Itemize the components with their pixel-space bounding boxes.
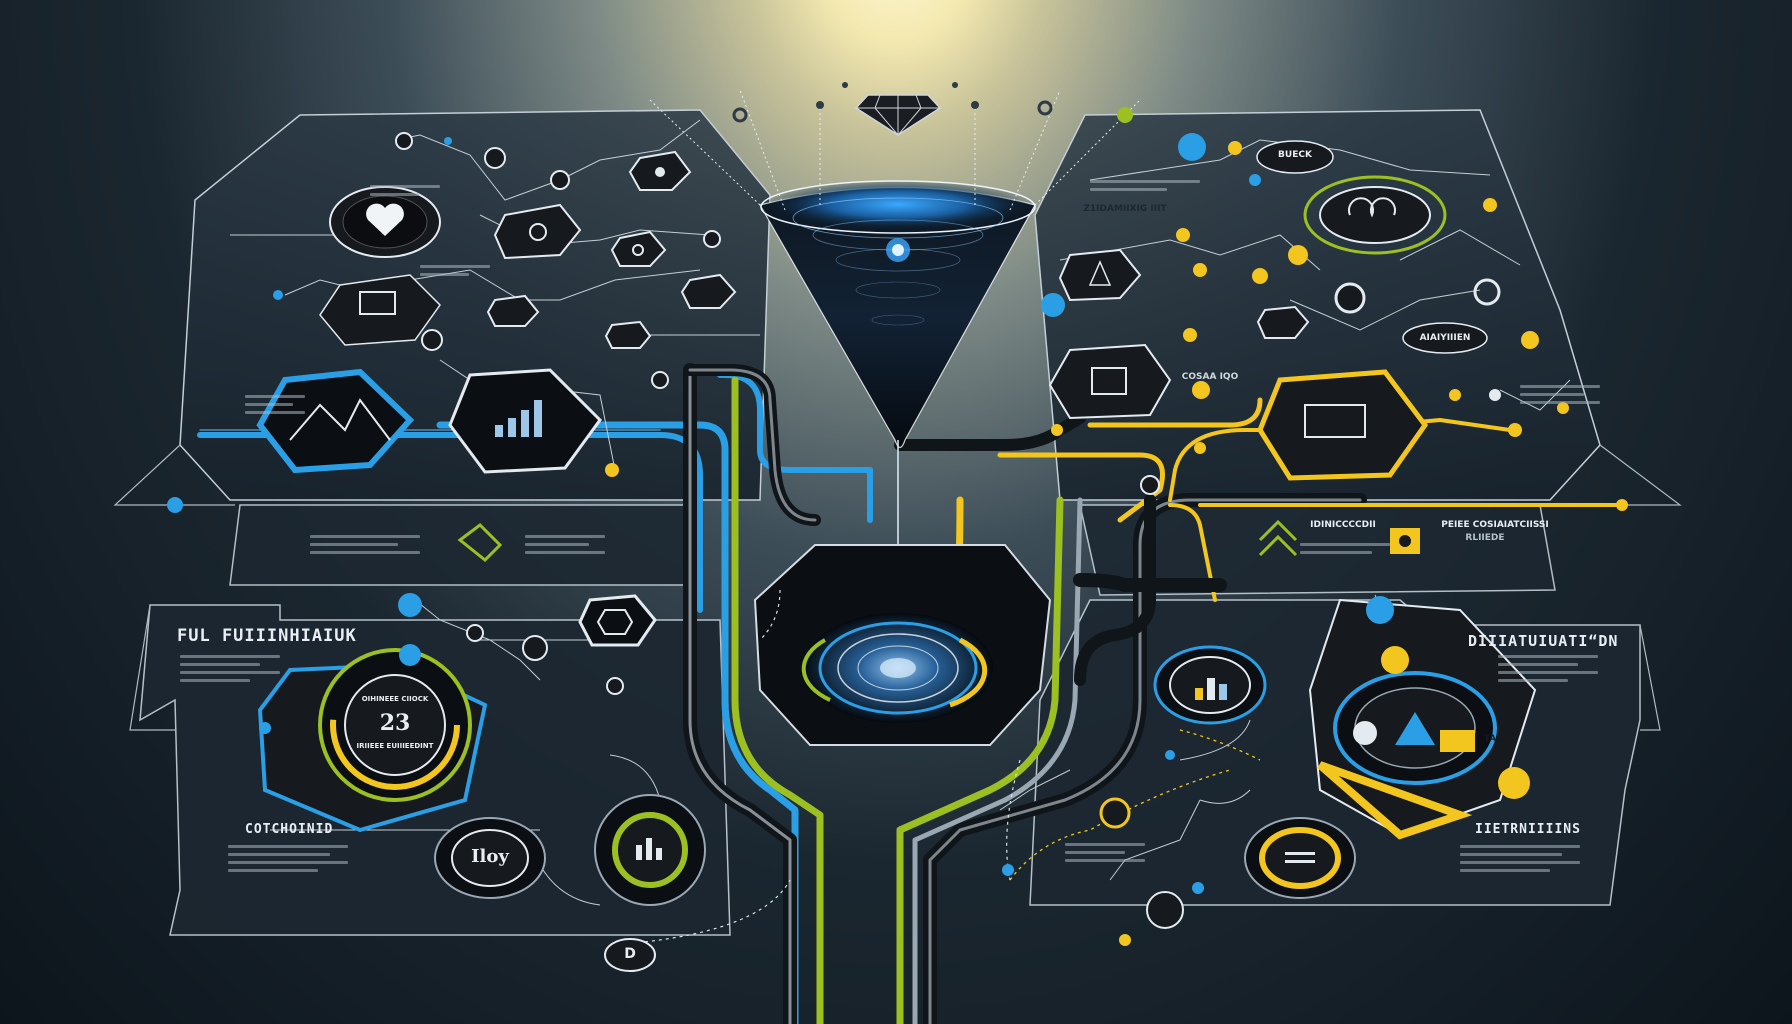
gauge-text-bottom: IRIIEEE EUIIIEEDINT — [356, 742, 434, 750]
text-block-top-right — [1090, 175, 1200, 196]
node-badge-right-dark — [1256, 140, 1334, 174]
dashed-lines-light — [609, 589, 1021, 946]
node-bar-chart-hex — [448, 368, 602, 474]
left-bottom-text — [228, 840, 348, 877]
badge-bottom-d: D — [624, 946, 636, 962]
text-block-right-bottom — [1065, 838, 1145, 867]
funnel — [649, 89, 1141, 660]
collector-bowl — [753, 544, 1052, 746]
left-section-title: FUL FUIIINHIAIUK — [177, 626, 357, 646]
diamond-icon — [732, 82, 1053, 136]
node-shield-left — [257, 648, 488, 833]
node-heart-hex — [329, 186, 441, 258]
small-text-e: RLIIEDE — [1465, 533, 1505, 543]
node-hex-d — [680, 273, 737, 309]
node-hex-top-right-1 — [1058, 248, 1142, 302]
right-gauge-tag: TAE — [1483, 734, 1503, 744]
text-block-top-left-2 — [370, 180, 440, 201]
right-section-text — [1498, 650, 1598, 687]
right-section-title: DIIIATUIUATI“DN — [1468, 632, 1619, 650]
small-text-c: IDINICCCCDII — [1310, 520, 1376, 530]
node-hex-c — [610, 230, 667, 267]
node-yellow-badge — [1390, 528, 1420, 554]
text-block-left-row — [310, 530, 420, 559]
dashed-lines — [1009, 729, 1261, 881]
badge-left-iloy: Iloy — [471, 846, 509, 867]
node-ring-d — [604, 938, 656, 972]
top-right-badge: BUECK — [1278, 150, 1312, 160]
node-hex-e — [486, 294, 540, 327]
node-ring-iloy — [434, 817, 546, 899]
node-hex-right-gauge — [1308, 598, 1537, 840]
right-bottom-title: IIETRNIIIINS — [1475, 822, 1581, 837]
node-ring-bars — [594, 794, 706, 906]
text-block-right-row — [1300, 538, 1390, 559]
small-text-d: PEIEE COSIAIATCIISSI — [1441, 520, 1549, 530]
node-hex-scanner — [319, 274, 441, 346]
small-text-b: COSAA IQO — [1181, 372, 1239, 382]
node-recycle-icon — [457, 523, 503, 563]
node-hex-b — [628, 150, 692, 191]
text-block-left-row-2 — [525, 530, 605, 559]
text-block-right-mid — [1520, 380, 1600, 409]
right-chip-label: AIAIYIIIEN — [1419, 333, 1471, 343]
small-text-a: Z1IDAMIIXIG IIIT — [1083, 204, 1167, 214]
node-hex-small-right — [1256, 305, 1310, 339]
node-hex-mid-left — [578, 594, 657, 647]
gauge-number: 23 — [379, 710, 411, 736]
node-ring-right-bottom — [1244, 817, 1356, 899]
right-bottom-text — [1460, 840, 1580, 877]
node-triangle-icon — [1258, 519, 1298, 557]
text-block-top-left-1 — [420, 260, 490, 281]
left-section-text — [180, 650, 280, 687]
node-hex-a — [493, 203, 582, 260]
panel-top-right — [1034, 109, 1601, 501]
node-ring-top-right — [1303, 175, 1447, 255]
connector-lines — [230, 119, 1571, 906]
node-ring-right-chart — [1153, 645, 1267, 725]
small-dots — [167, 107, 1628, 946]
node-chip-right — [1402, 322, 1488, 354]
gauge-text-top: OIHINEEE CIIOCK — [361, 695, 429, 703]
node-hex-top-right-2 — [1048, 343, 1172, 420]
node-hex-yellow — [1257, 369, 1429, 481]
left-bottom-title: COTCHOINID — [245, 822, 334, 837]
text-block-mid-left — [245, 390, 305, 419]
node-hex-f — [604, 320, 652, 349]
